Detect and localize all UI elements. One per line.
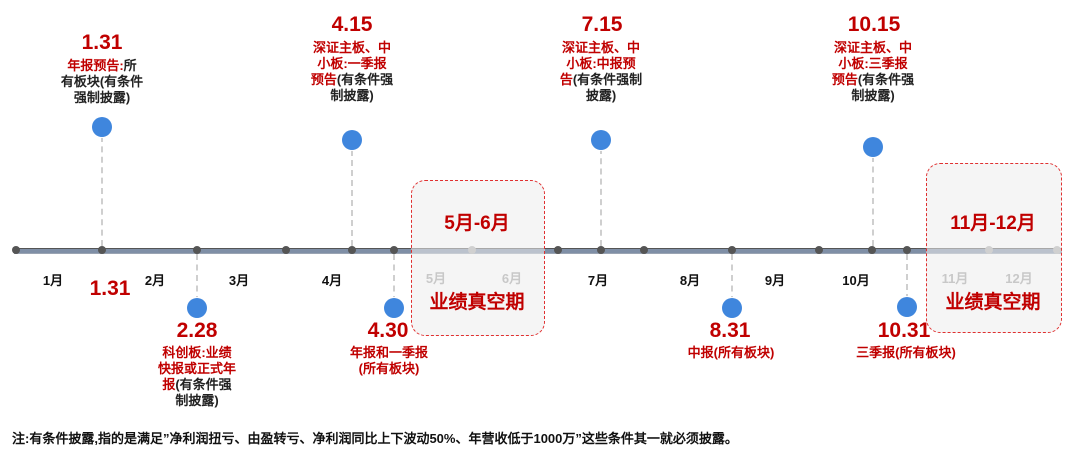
event-marker <box>187 298 207 318</box>
gap-box-may-june <box>411 180 545 336</box>
event-stem <box>101 136 103 246</box>
event-marker <box>384 298 404 318</box>
axis-dot <box>985 246 993 254</box>
gap-box-nov-dec <box>926 163 1062 333</box>
gap-period-label: 业绩真空期 <box>429 292 525 313</box>
axis-dot <box>597 246 605 254</box>
event-date: 7.15 <box>581 13 623 36</box>
month-label: 3月 <box>228 273 250 288</box>
event-stem <box>351 150 353 246</box>
event-stem <box>393 254 395 302</box>
event-date: 2.28 <box>176 319 218 342</box>
event-stem <box>196 254 198 302</box>
event-stem <box>731 254 733 302</box>
month-label: 1月 <box>42 273 64 288</box>
event-description: 三季报(所有板块) <box>856 345 956 360</box>
axis-dot <box>282 246 290 254</box>
axis-dot <box>468 246 476 254</box>
axis-dot <box>193 246 201 254</box>
axis-dot <box>98 246 106 254</box>
axis-date-label: 1.31 <box>89 277 131 300</box>
gap-period-label: 业绩真空期 <box>945 292 1041 313</box>
event-date: 10.15 <box>847 13 901 36</box>
month-label: 11月 <box>941 271 969 286</box>
event-stem <box>906 254 908 300</box>
axis-dot <box>903 246 911 254</box>
event-marker <box>863 137 883 157</box>
event-stem <box>600 148 602 246</box>
axis-dot <box>12 246 20 254</box>
event-description: 年报和一季报(所有板块) <box>349 345 428 376</box>
event-stem <box>872 156 874 246</box>
axis-dot <box>815 246 823 254</box>
month-label: 2月 <box>144 273 166 288</box>
event-description: 深证主板、中小板:三季报预告(有条件强制披露) <box>831 40 915 103</box>
event-date: 8.31 <box>709 319 751 342</box>
event-description: 年报预告:所有板块(有条件强制披露) <box>60 58 144 105</box>
axis-dot <box>640 246 648 254</box>
event-marker <box>342 130 362 150</box>
event-marker <box>897 297 917 317</box>
axis-dot <box>728 246 736 254</box>
month-label: 7月 <box>587 273 609 288</box>
gap-range-label: 5月-6月 <box>444 213 510 234</box>
event-description: 深证主板、中小板:中报预告(有条件强制披露) <box>559 40 643 103</box>
event-description: 深证主板、中小板:一季报预告(有条件强制披露) <box>310 40 394 103</box>
month-label: 12月 <box>1005 271 1033 286</box>
event-date: 1.31 <box>81 31 123 54</box>
axis-dot <box>1053 246 1061 254</box>
month-label: 4月 <box>321 273 343 288</box>
event-marker <box>92 117 112 137</box>
month-label: 5月 <box>425 271 447 286</box>
event-date: 10.31 <box>877 319 931 342</box>
event-description: 中报(所有板块) <box>687 345 775 360</box>
event-marker <box>722 298 742 318</box>
footnote: 注:有条件披露,指的是满足”净利润扭亏、由盈转亏、净利润同比上下波动50%、年营… <box>12 431 738 446</box>
month-label: 10月 <box>842 273 870 288</box>
event-description: 科创板:业绩快报或正式年报(有条件强制披露) <box>157 345 236 408</box>
axis-dot <box>554 246 562 254</box>
month-label: 8月 <box>679 273 701 288</box>
month-label: 6月 <box>501 271 523 286</box>
gap-range-label: 11月-12月 <box>950 213 1036 234</box>
axis-dot <box>348 246 356 254</box>
event-date: 4.30 <box>367 319 409 342</box>
event-date: 4.15 <box>331 13 373 36</box>
axis-dot <box>868 246 876 254</box>
month-label: 9月 <box>764 273 786 288</box>
axis-dot <box>390 246 398 254</box>
event-marker <box>591 130 611 150</box>
